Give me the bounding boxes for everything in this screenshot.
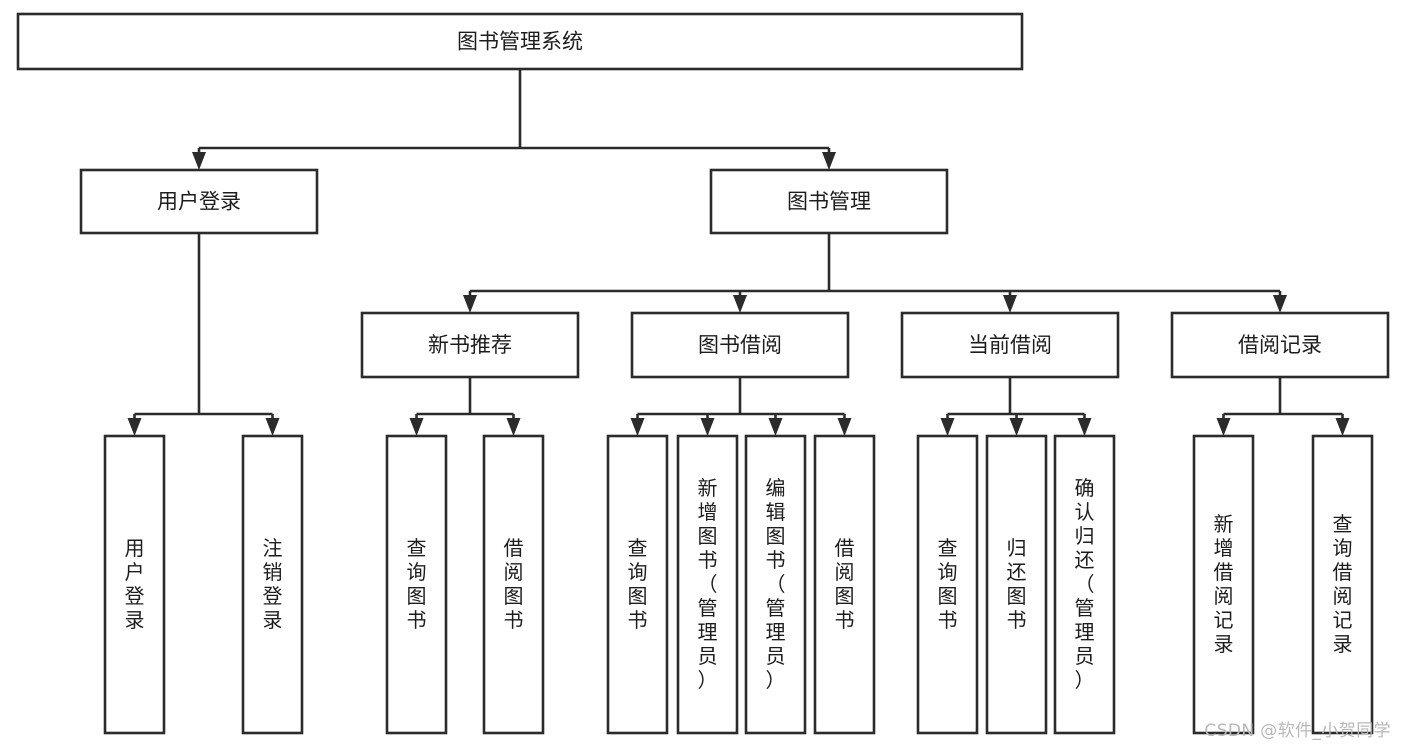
node-leaf-query-book-1[interactable]: 查询图书 — [385, 434, 448, 735]
node-leaf-add-book[interactable]: 新增图书（管理员） — [676, 434, 739, 735]
arrow-head-icon — [733, 295, 747, 313]
node-label: 新增图书（管理员） — [698, 476, 718, 692]
arrow-head-icon — [1216, 418, 1231, 436]
node-box — [385, 434, 448, 735]
arrow-head-icon — [630, 418, 645, 436]
arrow-head-icon — [127, 418, 142, 436]
arrow-head-icon — [700, 418, 715, 436]
node-book-management[interactable]: 图书管理 — [709, 168, 949, 235]
node-label: 查询图书 — [407, 536, 427, 632]
arrow-head-icon — [940, 418, 955, 436]
node-label: 用户登录 — [125, 536, 145, 632]
node-current-borrow[interactable]: 当前借阅 — [900, 311, 1120, 379]
watermark-label: CSDN @软件_小贺同学 — [1204, 721, 1391, 741]
node-label: 查询图书 — [628, 536, 648, 632]
arrow-head-icon — [768, 418, 783, 436]
node-box — [985, 434, 1048, 735]
arrow-head-icon — [409, 418, 424, 436]
arrow-head-icon — [1273, 295, 1287, 313]
node-leaf-borrow-book-1[interactable]: 借阅图书 — [482, 434, 545, 735]
node-box — [1170, 311, 1390, 379]
arrow-head-icon — [192, 152, 206, 170]
node-leaf-add-record[interactable]: 新增借阅记录 — [1192, 434, 1255, 735]
node-label: 确认归还（管理员） — [1075, 476, 1095, 692]
node-leaf-query-book-2[interactable]: 查询图书 — [606, 434, 669, 735]
arrow-head-icon — [265, 418, 280, 436]
node-box — [79, 168, 319, 235]
node-label: 新书推荐 — [428, 333, 512, 357]
arrow-head-icon — [1009, 418, 1024, 436]
connector-layer — [127, 69, 1350, 436]
node-leaf-query-book-3[interactable]: 查询图书 — [916, 434, 979, 735]
node-box — [360, 311, 580, 379]
node-leaf-query-record[interactable]: 查询借阅记录 — [1311, 434, 1374, 735]
node-new-book-recommend[interactable]: 新书推荐 — [360, 311, 580, 379]
node-borrow-record[interactable]: 借阅记录 — [1170, 311, 1390, 379]
node-user-login[interactable]: 用户登录 — [79, 168, 319, 235]
node-label: 图书管理 — [787, 190, 871, 214]
node-leaf-confirm-return[interactable]: 确认归还（管理员） — [1053, 434, 1116, 735]
arrow-head-icon — [1335, 418, 1350, 436]
node-box — [900, 311, 1120, 379]
node-box — [606, 434, 669, 735]
node-label: 图书管理系统 — [457, 30, 583, 54]
node-leaf-borrow-book-2[interactable]: 借阅图书 — [813, 434, 876, 735]
node-label: 借阅图书 — [504, 536, 524, 632]
node-box — [241, 434, 304, 735]
node-label: 注销登录 — [263, 536, 283, 632]
node-label: 当前借阅 — [968, 333, 1052, 357]
node-box — [630, 311, 850, 379]
node-label: 归还图书 — [1007, 536, 1027, 632]
node-label: 用户登录 — [157, 190, 241, 214]
node-label: 借阅图书 — [835, 536, 855, 632]
node-box — [676, 434, 739, 735]
node-root[interactable]: 图书管理系统 — [16, 12, 1024, 71]
node-box — [813, 434, 876, 735]
node-box — [482, 434, 545, 735]
node-label: 编辑图书（管理员） — [766, 476, 786, 692]
arrow-head-icon — [506, 418, 521, 436]
node-label: 图书借阅 — [698, 333, 782, 357]
node-box — [1192, 434, 1255, 735]
node-label: 新增借阅记录 — [1214, 512, 1234, 656]
node-label: 查询图书 — [938, 536, 958, 632]
arrow-head-icon — [1077, 418, 1092, 436]
node-box — [1311, 434, 1374, 735]
node-label: 借阅记录 — [1238, 333, 1322, 357]
node-label: 查询借阅记录 — [1333, 512, 1353, 656]
node-box — [1053, 434, 1116, 735]
node-layer: 图书管理系统用户登录图书管理新书推荐图书借阅当前借阅借阅记录用户登录注销登录查询… — [16, 12, 1390, 735]
node-box — [103, 434, 166, 735]
node-box — [16, 12, 1024, 71]
node-leaf-return-book[interactable]: 归还图书 — [985, 434, 1048, 735]
node-leaf-user-login[interactable]: 用户登录 — [103, 434, 166, 735]
arrow-head-icon — [837, 418, 852, 436]
arrow-head-icon — [463, 295, 477, 313]
node-box — [709, 168, 949, 235]
node-leaf-edit-book[interactable]: 编辑图书（管理员） — [744, 434, 807, 735]
node-book-borrow[interactable]: 图书借阅 — [630, 311, 850, 379]
node-leaf-user-logout[interactable]: 注销登录 — [241, 434, 304, 735]
node-box — [744, 434, 807, 735]
arrow-head-icon — [1003, 295, 1017, 313]
node-box — [916, 434, 979, 735]
arrow-head-icon — [822, 152, 836, 170]
